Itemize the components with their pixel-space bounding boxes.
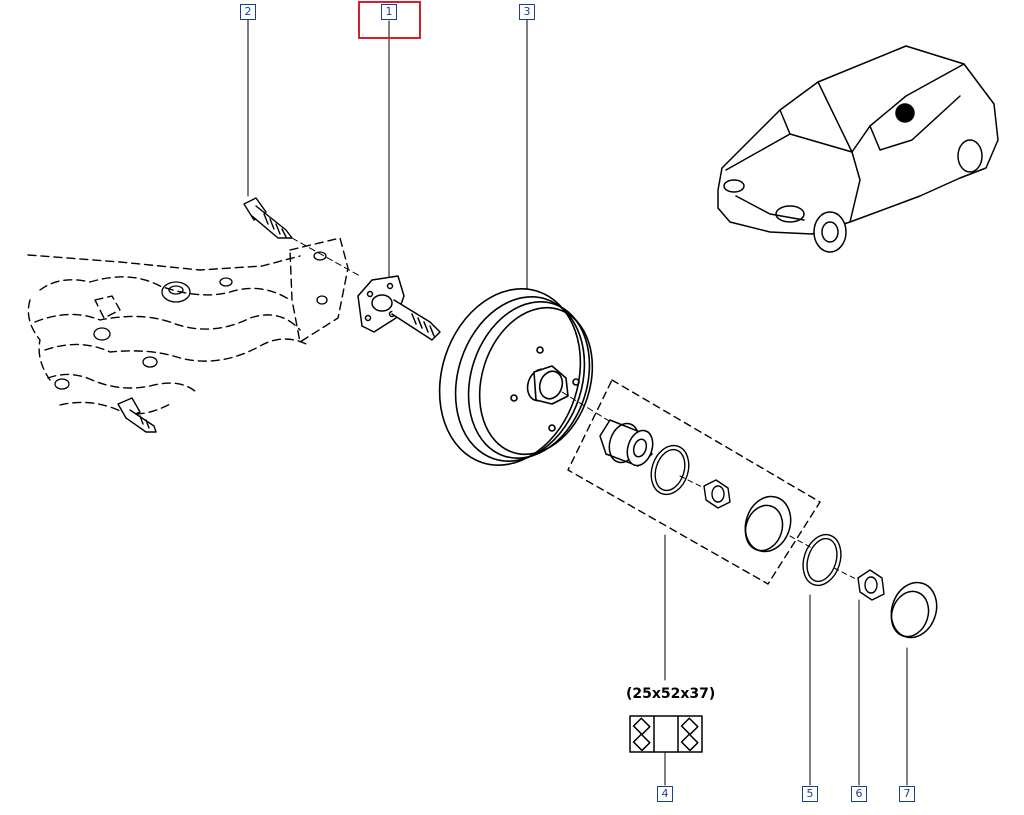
callout-1[interactable]: 1: [381, 4, 397, 20]
car-locator-icon: [717, 45, 999, 253]
kit-outline: [567, 379, 821, 585]
part-1-stub-axle: [357, 275, 441, 341]
leader-lines: [247, 18, 908, 786]
axle-lower-bolt: [117, 397, 157, 433]
part-7-hub-cap: [890, 581, 938, 639]
wheel-bearing: [599, 419, 654, 467]
callout-4[interactable]: 4: [657, 786, 673, 802]
axle-mounting-holes: [54, 251, 328, 390]
part-2-bolt: [243, 197, 293, 239]
callout-1-highlight: [358, 1, 421, 39]
kit-hub-nut: [703, 479, 731, 509]
part-6-nut: [857, 569, 885, 601]
callout-5[interactable]: 5: [802, 786, 818, 802]
part-5-circlip: [802, 533, 842, 587]
callout-7[interactable]: 7: [899, 786, 915, 802]
part-3-brake-drum: [438, 288, 594, 466]
kit-circlip: [650, 444, 690, 496]
bearing-symbol-icon: [629, 715, 703, 753]
rear-axle-beam: [27, 237, 349, 415]
bearing-dimensions: (25x52x37): [626, 686, 716, 702]
kit-hub-cap: [744, 495, 792, 553]
callout-2[interactable]: 2: [240, 4, 256, 20]
callout-6[interactable]: 6: [851, 786, 867, 802]
callout-3[interactable]: 3: [519, 4, 535, 20]
